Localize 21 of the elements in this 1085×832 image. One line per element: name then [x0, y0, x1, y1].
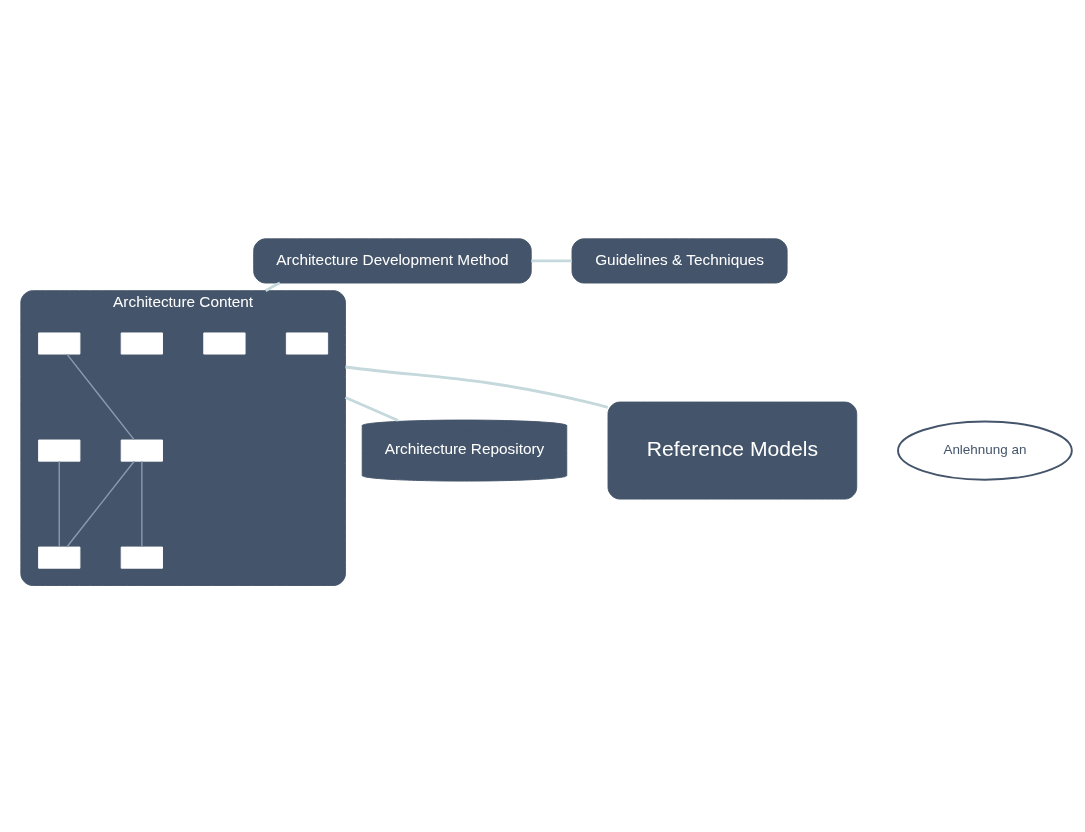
connector: [345, 365, 609, 409]
connector: [58, 460, 60, 548]
node-box: [38, 439, 81, 462]
cluster: Architecture Content: [20, 290, 346, 586]
node-box: [38, 332, 81, 355]
node-box: [120, 439, 163, 462]
node-box: Guidelines & Techniques: [571, 238, 788, 284]
node-box: Architecture Development Method: [253, 238, 532, 284]
connector: [264, 281, 281, 292]
node-box: Reference Models: [607, 401, 858, 500]
node-box: [285, 332, 329, 355]
node-ellipse: Anlehnung an: [897, 420, 1073, 481]
connector: [66, 353, 135, 441]
connector: [66, 460, 135, 548]
node-box: [120, 546, 163, 569]
connector: [344, 396, 399, 422]
node-box: [38, 546, 81, 569]
connector: [141, 460, 143, 548]
node-box: [203, 332, 246, 355]
connector: [531, 259, 572, 263]
node-box: [120, 332, 163, 355]
